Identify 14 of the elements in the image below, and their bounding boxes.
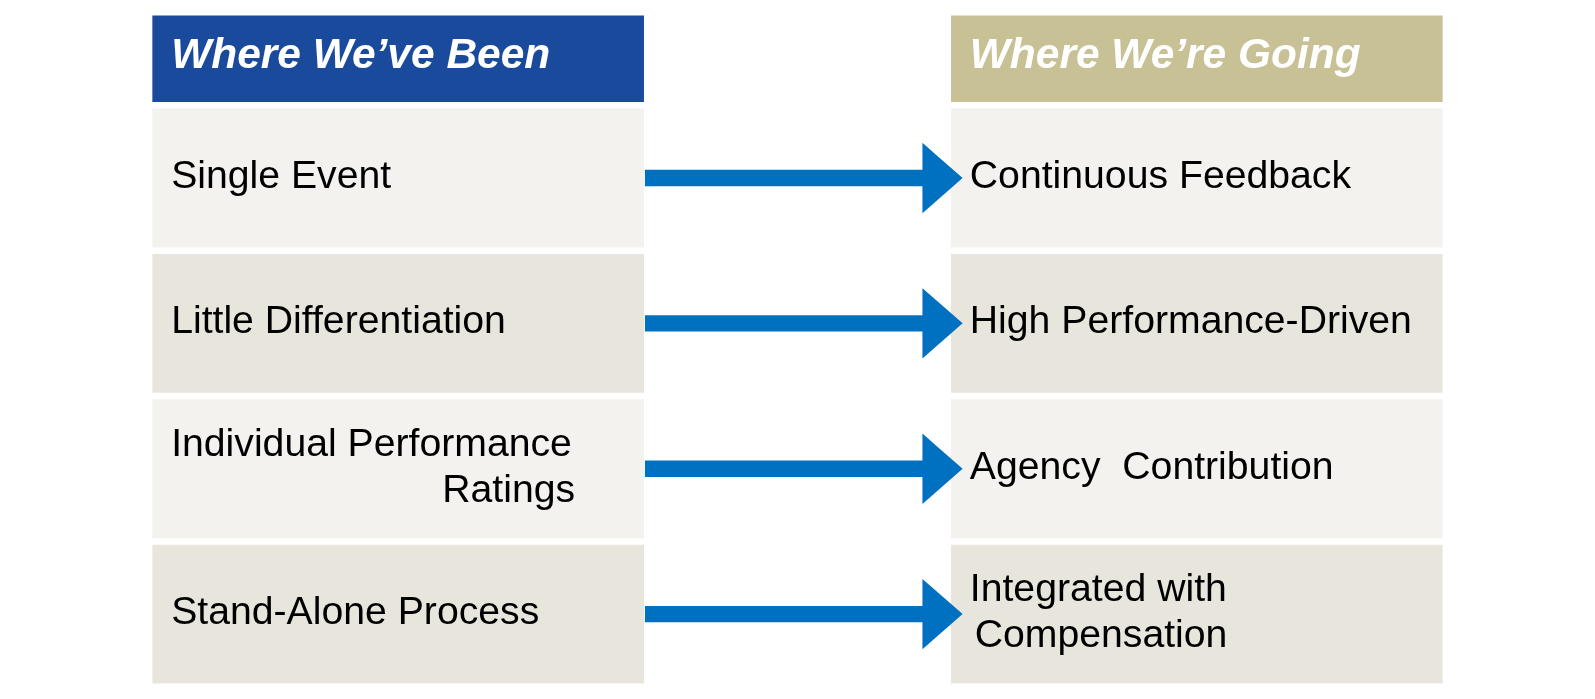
arrow (644, 142, 963, 214)
node-box: Little Differentiation (150, 252, 646, 395)
node-box: Where We’ve Been (150, 13, 646, 104)
node-box: Stand-Alone Process (150, 543, 646, 686)
node-box: Where We’re Going (949, 13, 1445, 104)
node-box: Single Event (150, 106, 646, 250)
node-box: Individual Performance Ratings (150, 397, 646, 540)
arrow (644, 578, 963, 650)
node-box: Agency Contribution (949, 397, 1445, 540)
node-box: Continuous Feedback (949, 106, 1445, 250)
arrow (644, 288, 963, 359)
arrow (644, 433, 963, 504)
node-box: Integrated with Compensation (949, 543, 1445, 686)
node-box: High Performance-Driven (949, 252, 1445, 395)
